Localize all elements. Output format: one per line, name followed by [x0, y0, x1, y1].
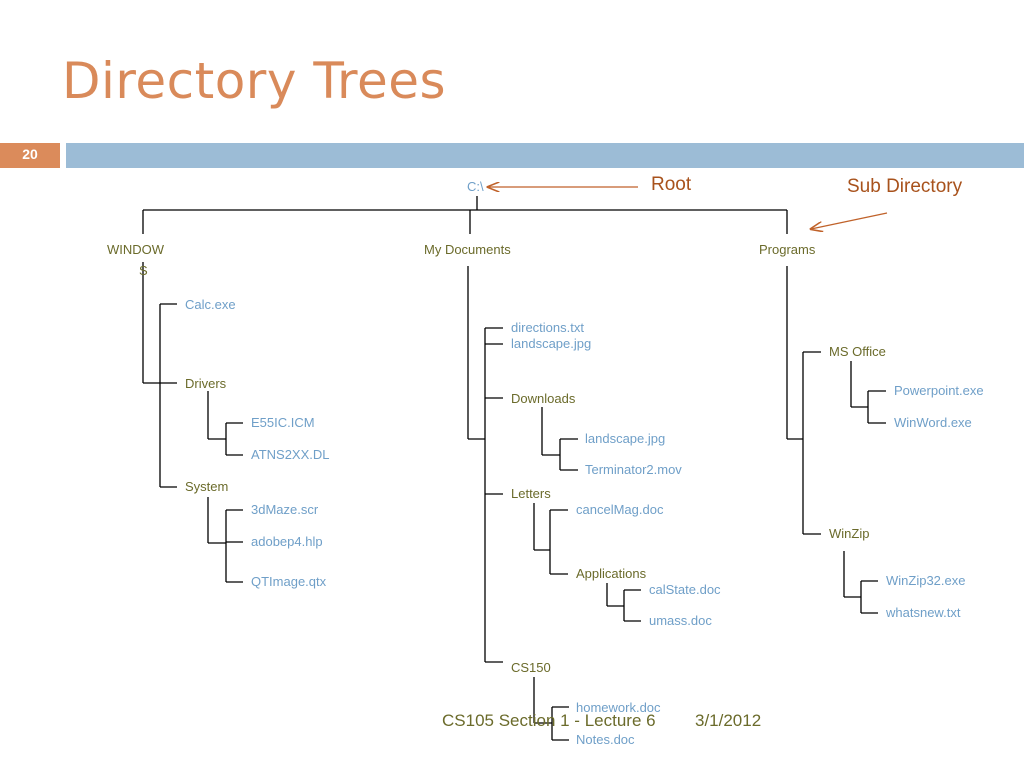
calc-file: Calc.exe [185, 297, 236, 312]
letters-file: cancelMag.doc [576, 502, 664, 517]
mydocs-file: directions.txt [511, 320, 584, 335]
windows-folder-label-wrap: S [139, 263, 148, 278]
winzip-file: WinZip32.exe [886, 573, 966, 588]
cs150-file: Notes.doc [576, 732, 635, 747]
msoffice-branch [850, 361, 886, 424]
root-callout: Root [651, 174, 692, 195]
drivers-file: ATNS2XX.DL [251, 447, 330, 462]
root-connector [142, 196, 788, 234]
drivers-branch [207, 391, 243, 456]
downloads-branch [541, 407, 578, 471]
system-file: QTImage.qtx [251, 574, 327, 589]
slide-number-box [0, 143, 60, 168]
system-branch [207, 497, 243, 583]
ms-office-folder-label: MS Office [829, 344, 886, 359]
downloads-file: Terminator2.mov [585, 462, 682, 477]
drivers-folder-label: Drivers [185, 376, 227, 391]
sub-directory-arrow [811, 212, 888, 229]
applications-folder-label: Applications [576, 566, 647, 581]
header-bar [66, 143, 1024, 168]
system-file: adobep4.hlp [251, 534, 323, 549]
slide-title: Directory Trees [62, 52, 447, 110]
applications-branch [606, 583, 641, 622]
root-drive-label: C:\ [467, 179, 484, 194]
drivers-file: E55IC.ICM [251, 415, 315, 430]
mydocs-file: landscape.jpg [511, 336, 592, 351]
applications-file: calState.doc [649, 582, 721, 597]
cs150-file: homework.doc [576, 700, 661, 715]
my-documents-folder-label: My Documents [424, 242, 511, 257]
letters-branch [533, 503, 568, 575]
footer-course: CS105 Section 1 - Lecture 6 [442, 711, 656, 730]
system-folder-label: System [185, 479, 229, 494]
programs-branch [786, 266, 821, 535]
letters-folder-label: Letters [511, 486, 551, 501]
applications-file: umass.doc [649, 613, 712, 628]
downloads-folder-label: Downloads [511, 391, 576, 406]
programs-folder-label: Programs [759, 242, 816, 257]
cs150-branch [533, 677, 569, 741]
winzip-file: whatsnew.txt [886, 605, 961, 620]
winzip-branch [843, 551, 878, 614]
ms-office-file: Powerpoint.exe [894, 383, 984, 398]
system-file: 3dMaze.scr [251, 502, 319, 517]
cs150-folder-label: CS150 [511, 660, 551, 675]
winzip-folder-label: WinZip [829, 526, 870, 541]
ms-office-file: WinWord.exe [894, 415, 972, 430]
mydocs-branch [467, 266, 503, 663]
windows-branch [142, 262, 177, 488]
slide-number: 20 [22, 146, 38, 162]
sub-directory-callout: Sub Directory [847, 176, 963, 197]
footer-date: 3/1/2012 [695, 711, 762, 730]
downloads-file: landscape.jpg [585, 431, 666, 446]
windows-folder-label: WINDOW [107, 242, 165, 257]
